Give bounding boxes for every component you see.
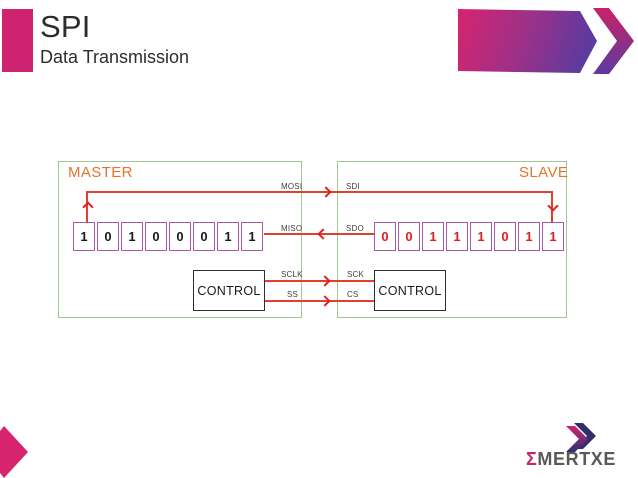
arrow-right-icon [319, 294, 331, 307]
arrow-right-icon [319, 274, 331, 287]
slave-bit: 1 [542, 222, 564, 251]
banner-shape [458, 9, 597, 73]
master-bit: 1 [121, 222, 143, 251]
slave-bit: 1 [518, 222, 540, 251]
master-control-box: CONTROL [193, 270, 265, 311]
master-bit: 0 [97, 222, 119, 251]
slave-label: SLAVE [519, 164, 569, 181]
page-subtitle: Data Transmission [40, 47, 190, 67]
slave-bit: 0 [374, 222, 396, 251]
page-title: SPI [40, 9, 91, 44]
slave-bit: 1 [422, 222, 444, 251]
slave-control-box: CONTROL [374, 270, 446, 311]
slave-bit: 1 [446, 222, 468, 251]
ss-cs-wire [265, 300, 374, 302]
logo-name: MERTXE [537, 449, 617, 469]
master-shift-register: 1 0 1 0 0 0 1 1 [73, 222, 263, 251]
sdi-register-stub [551, 191, 553, 222]
signal-label-mosi: MOSI [281, 182, 303, 191]
master-bit: 0 [193, 222, 215, 251]
master-bit: 1 [73, 222, 95, 251]
banner-chevron-icon [593, 8, 634, 74]
master-bit: 1 [241, 222, 263, 251]
banner-arrow-decoration [458, 8, 634, 74]
corner-arrow-decoration [0, 426, 28, 478]
mosi-sdi-wire [87, 191, 552, 193]
master-label: MASTER [68, 164, 133, 181]
corner-arrow-shape [0, 426, 28, 478]
miso-sdo-wire [264, 233, 374, 235]
arrow-left-icon [317, 228, 329, 240]
emertxe-logo-text: ΣMERTXE [526, 449, 616, 470]
signal-label-cs: CS [347, 290, 359, 299]
title-accent-bar [2, 9, 33, 72]
arrow-right-icon [320, 186, 332, 198]
signal-label-miso: MISO [281, 224, 303, 233]
signal-label-sck: SCK [347, 270, 365, 279]
mosi-register-stub [86, 191, 88, 222]
slave-bit: 1 [470, 222, 492, 251]
emertxe-logo-mark [566, 423, 596, 452]
master-bit: 1 [217, 222, 239, 251]
signal-label-ss: SS [287, 290, 299, 299]
sclk-sck-wire [265, 280, 374, 282]
signal-label-sdi: SDI [346, 182, 360, 191]
logo-chevron-front-icon [566, 426, 588, 452]
slave-bit: 0 [398, 222, 420, 251]
logo-chevron-back-icon [574, 423, 596, 449]
master-bit: 0 [145, 222, 167, 251]
slave-bit: 0 [494, 222, 516, 251]
signal-label-sdo: SDO [346, 224, 364, 233]
master-bit: 0 [169, 222, 191, 251]
slave-shift-register: 0 0 1 1 1 0 1 1 [374, 222, 564, 251]
logo-sigma: Σ [526, 449, 538, 469]
signal-label-sclk: SCLK [281, 270, 303, 279]
